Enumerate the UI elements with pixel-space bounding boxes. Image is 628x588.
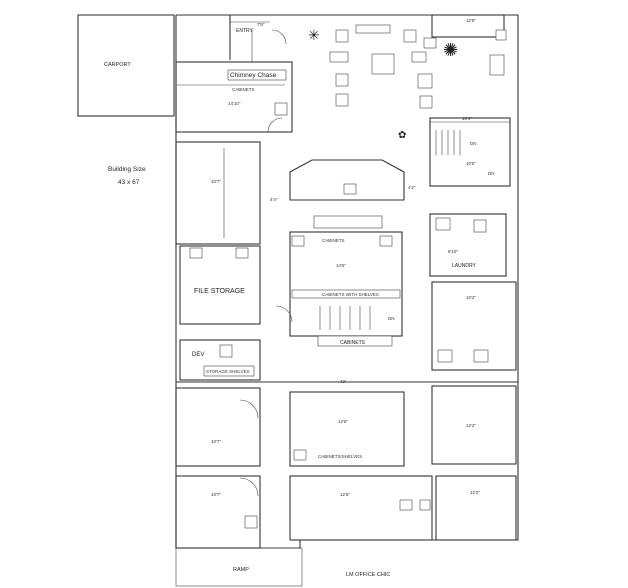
file-storage-room: FILE STORAGE — [179, 245, 261, 325]
top-right-room: 12'8" — [431, 14, 507, 41]
dim-right-mid-room: 10'2" — [466, 295, 476, 300]
laundry-label: LAUNDRY — [452, 263, 476, 269]
dim-stair-lower: 10'5" — [466, 161, 476, 166]
lm-office-label: LM OFFICE CHIC — [346, 572, 390, 578]
dim-left-bottom-room: 10'7" — [211, 492, 221, 497]
room-center-lower: 12'6" CABINETS/SHELVES — [289, 391, 405, 467]
dim-center-bottom-room: 12'6" — [340, 492, 350, 497]
entry-area: ENTRY 7'5" — [230, 21, 287, 62]
dim-center-lower-room: 12'6" — [338, 419, 348, 424]
room-right-mid: 10'2" — [431, 281, 517, 371]
building-size-note: Building Size 43 x 67 — [108, 166, 146, 186]
ramp-label: RAMP — [233, 567, 249, 573]
room-center-bottom: 12'6" — [289, 475, 433, 541]
dev-label: DEV — [192, 352, 204, 358]
plant-icon: ✳ — [308, 27, 320, 43]
cabinets-with-shelves-label: CABINETS WITH SHELVES — [322, 292, 379, 297]
building-size-title: Building Size — [108, 166, 146, 173]
cabinets-mid-label: CABINETS — [322, 238, 345, 243]
file-storage-label: FILE STORAGE — [194, 288, 245, 295]
room-left-lower: 10'7" — [175, 387, 261, 467]
cabinets-shelves-lower-label: CABINETS/SHELVES — [318, 454, 362, 459]
dim-left-lower-room: 10'7" — [211, 439, 221, 444]
dev-room: DEV STORAGE SHELVES — [179, 339, 261, 381]
dim-kitchen-width: 14'5" — [336, 263, 346, 268]
room-right-bottom: 12'2" — [435, 475, 517, 541]
entry-label: ENTRY — [236, 28, 254, 34]
dim-entry: 7'5" — [257, 22, 265, 27]
dim-hall-left: 4'4" — [270, 197, 278, 202]
room-left-bottom: 10'7" — [175, 475, 261, 549]
dn-right-label: DN — [488, 171, 495, 176]
room-right-lower: 12'2" — [431, 385, 517, 465]
living-room-furniture: ✳ ✺ — [308, 24, 505, 109]
dim-right-bottom-room: 12'2" — [470, 490, 480, 495]
dim-room-left-upper: 10'7" — [211, 179, 221, 184]
carport-label: CARPORT — [104, 62, 131, 68]
dim-laundry: 8'10" — [448, 249, 458, 254]
cabinets-top-label: CABINETS — [232, 87, 255, 92]
plant-icon: ✿ — [398, 130, 406, 141]
dim-hall-right: 4'2" — [408, 185, 416, 190]
dn-center-label: DN — [388, 316, 395, 321]
dim-main-hall: 42' — [340, 379, 346, 384]
building-size-value: 43 x 67 — [118, 179, 140, 186]
dn-top-label: DN — [470, 141, 477, 146]
chimney-room: Chimney Chase CABINETS 14'10" — [175, 61, 293, 133]
dim-stair-landing: 10'4" — [462, 116, 472, 121]
dim-top-right-room: 12'8" — [466, 18, 476, 23]
carport: CARPORT — [77, 14, 175, 117]
storage-shelves-label: STORAGE SHELVES — [206, 369, 250, 374]
dim-right-lower-room: 12'2" — [466, 423, 476, 428]
laundry-room: 8'10" LAUNDRY — [429, 213, 507, 277]
kitchen-center: CABINETS 14'5" CABINETS WITH SHELVES DN … — [275, 159, 405, 347]
stairs-upper-right: 10'4" DN 10'5" DN ✿ — [398, 116, 511, 187]
cabinets-bottom-center-label: CABINETS — [340, 340, 366, 346]
plant-icon: ✺ — [443, 40, 458, 60]
room-left-upper: 10'7" — [175, 141, 261, 245]
main-hall: 42' — [176, 379, 518, 384]
chimney-chase-label: Chimney Chase — [230, 72, 277, 79]
dim-chimney-room: 14'10" — [228, 101, 241, 106]
